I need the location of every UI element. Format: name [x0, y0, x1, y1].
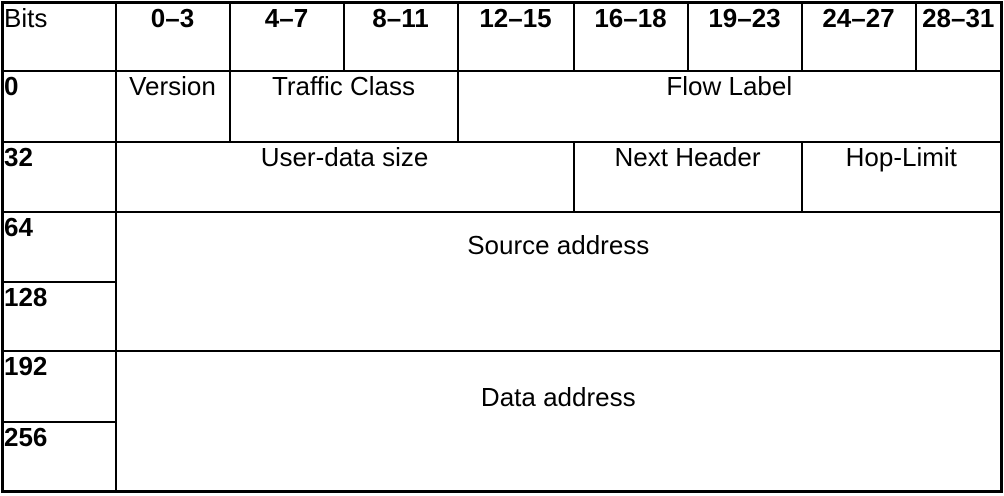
bit-header-0-3: 0–3: [114, 1, 231, 72]
bit-header-8-11: 8–11: [342, 1, 459, 72]
field-data-address: Data address: [114, 349, 1003, 493]
row-label-0: 0: [1, 69, 117, 143]
field-hop-limit: Hop-Limit: [800, 140, 1003, 213]
row-label-128: 128: [1, 280, 117, 352]
bit-header-19-23: 19–23: [686, 1, 803, 72]
row-offset-0: 0 Version Traffic Class Flow Label: [1, 69, 1003, 143]
field-traffic-class: Traffic Class: [228, 69, 459, 143]
bit-header-16-18: 16–18: [572, 1, 689, 72]
field-user-data-size: User-data size: [114, 140, 575, 213]
field-flow-label: Flow Label: [456, 69, 1003, 143]
row-offset-64: 64 Source address: [1, 210, 1003, 352]
bit-header-4-7: 4–7: [228, 1, 345, 72]
bits-corner-label: Bits: [1, 1, 117, 72]
bit-header-12-15: 12–15: [456, 1, 575, 72]
row-offset-256: 256: [1, 420, 1002, 493]
row-label-256: 256: [1, 420, 117, 493]
row-offset-32: 32 User-data size Next Header Hop-Limit: [1, 140, 1003, 213]
bit-header-28-31: 28–31: [914, 1, 1003, 72]
bit-header-24-27: 24–27: [800, 1, 917, 72]
row-label-192: 192: [1, 349, 117, 423]
row-label-32: 32: [1, 140, 117, 213]
row-offset-128: 128: [1, 280, 1002, 352]
field-version: Version: [114, 69, 231, 143]
field-next-header: Next Header: [572, 140, 803, 213]
bit-header-row: Bits 0–3 4–7 8–11 12–15 16–18 19–23 24–2…: [1, 1, 1003, 72]
field-source-address: Source address: [114, 210, 1003, 352]
row-offset-192: 192 Data address: [1, 349, 1003, 493]
row-label-64: 64: [1, 210, 117, 283]
